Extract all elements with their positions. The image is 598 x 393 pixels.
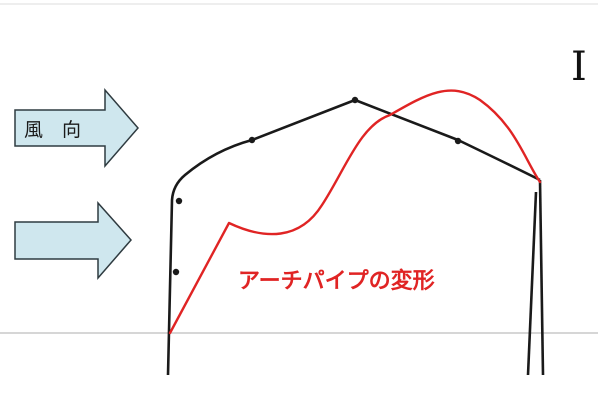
arch-pipe-deformed-curve: [168, 89, 542, 335]
corner-mark: I: [571, 44, 587, 90]
arch-pipe-right-leg: [538, 179, 545, 376]
arch-pipe-left-leg-and-roof: [166, 98, 541, 376]
wind-arrow-upper: 風 向: [14, 87, 139, 169]
wind-arrow-upper-shape: [14, 87, 139, 169]
joint-point: [175, 197, 183, 205]
joint-point: [351, 96, 359, 104]
deformation-label: アーチパイプの変形: [238, 268, 435, 294]
joint-point: [248, 136, 256, 144]
wind-arrow-lower-shape: [14, 201, 132, 281]
arch-pipe-original: [166, 96, 545, 376]
joint-point: [172, 268, 180, 276]
wind-direction-label: 風 向: [24, 119, 81, 141]
arch-pipe-right-leg-inner: [526, 191, 538, 376]
joint-point: [454, 137, 462, 145]
wind-arrow-lower: [14, 201, 132, 281]
